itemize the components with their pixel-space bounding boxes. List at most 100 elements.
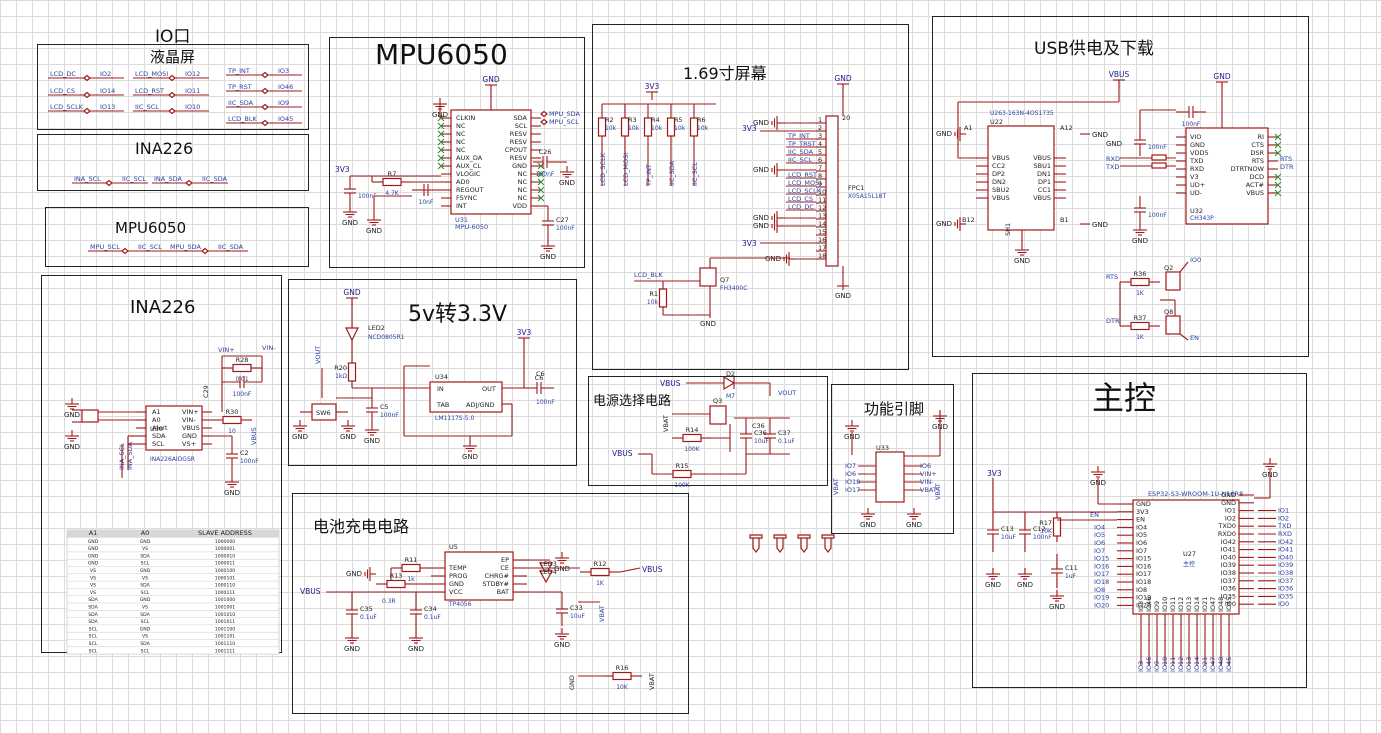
chip-ref: U34 — [435, 373, 448, 381]
psel-title: 电源选择电路 — [593, 394, 672, 409]
table-cell: 1001110 — [215, 641, 236, 647]
fpc-connector — [825, 115, 839, 267]
table-cell: SCL — [89, 626, 98, 632]
pin-name: IO35 — [1221, 592, 1236, 600]
chip-ref: U5 — [449, 543, 458, 551]
usb-block — [932, 16, 1309, 357]
pull-net: LCD_SCLK — [599, 152, 607, 186]
chip-part: INA226AIDGSR — [150, 456, 195, 463]
pin-name: CC2 — [992, 162, 1005, 170]
shield-ref: SH1 — [1004, 223, 1012, 236]
pin-name: IO17 — [1136, 570, 1151, 578]
pin-name: IO40 — [1221, 553, 1236, 561]
resistor — [382, 177, 402, 187]
gnd-label: GND — [364, 437, 380, 445]
pin-name: UD- — [1190, 189, 1203, 197]
table-cell: SDA — [140, 612, 150, 618]
res-ref: R20 — [334, 364, 347, 372]
pin-name: VBUS — [1246, 189, 1264, 197]
gnd-label: GND — [340, 433, 356, 441]
mcu-net: IO6 — [1094, 539, 1105, 547]
pin-name: IO6 — [1136, 539, 1147, 547]
mcu-net: IO3 — [1137, 661, 1145, 672]
table-cell: VS — [90, 575, 96, 581]
net-label: MPU_SCL — [549, 118, 579, 126]
mcu-net: IO10 — [1161, 657, 1169, 672]
usb-net: RXD — [1106, 155, 1120, 163]
mcu-net: IO14 — [1193, 657, 1201, 672]
gnd-label: GND — [860, 521, 876, 529]
gnd-label: GND — [346, 570, 362, 578]
mcu-net: IO11 — [1169, 657, 1177, 672]
pin-number: 18 — [818, 252, 826, 260]
resistor — [612, 671, 632, 681]
pin-name: IO42 — [1221, 538, 1236, 546]
cap-value: 0.1uF — [778, 438, 795, 445]
pin-name: IO7 — [1136, 547, 1147, 555]
res-ref: R12 — [594, 560, 607, 568]
pin-name: IO19 — [1136, 594, 1151, 602]
net-tie — [168, 107, 176, 115]
gnd-label: GND — [835, 292, 851, 300]
diode-ref: D2 — [726, 370, 735, 378]
pin-name: IO3 — [1137, 601, 1145, 612]
cap-value: 100nF — [240, 458, 259, 465]
net-tie — [168, 74, 176, 82]
gnd-label: GND — [753, 222, 769, 230]
pin-number: 15 — [818, 228, 826, 236]
res-ref: R4 — [651, 116, 660, 124]
func-net: VBAT — [934, 483, 942, 500]
lcd-net: TP_INT — [787, 132, 810, 140]
mosfet — [709, 405, 727, 425]
header — [875, 451, 905, 503]
res-value: 10K — [616, 684, 629, 691]
lcd-net: LCD_CS — [788, 195, 813, 203]
gnd-label: GND — [224, 489, 240, 497]
led-ref: LED2 — [368, 324, 385, 332]
res-value: 1k — [407, 576, 415, 583]
pin-name: VBUS — [1033, 154, 1051, 162]
res-value: 1K — [596, 580, 605, 587]
pin-name: IO8 — [1136, 586, 1147, 594]
pin-name: IN — [437, 385, 444, 393]
gnd-label: GND — [344, 645, 360, 653]
gnd-label: GND — [342, 219, 358, 227]
nc-mark — [437, 162, 445, 170]
cap-value: 100nF — [358, 193, 377, 200]
pin-name: IO4 — [1136, 523, 1147, 531]
table-cell: 1001010 — [215, 612, 236, 618]
pin-name: DN2 — [992, 178, 1006, 186]
io-net-name: INA_SDA — [154, 175, 182, 183]
mcu-net: IO17 — [1094, 570, 1109, 578]
pin-name: IO39 — [1221, 561, 1236, 569]
func-net: IO7 — [845, 462, 856, 470]
gnd-label: GND — [292, 433, 308, 441]
pin-name: FSYNC — [456, 194, 478, 202]
mcu-net: RXD — [1278, 530, 1292, 538]
table-cell: 1001111 — [215, 648, 236, 654]
resistor — [401, 563, 421, 573]
mcu-net: IO37 — [1278, 577, 1293, 585]
resistor — [682, 433, 702, 443]
power-label: VBUS — [612, 449, 633, 458]
res-value: 10k — [651, 125, 663, 132]
table-cell: GND — [140, 568, 151, 574]
pin-name: VBUS — [1033, 194, 1051, 202]
gnd-label: GND — [753, 119, 769, 127]
mcu-net: IO18 — [1094, 578, 1109, 586]
res-value: 4.7K — [385, 190, 400, 197]
func-title: 功能引脚 — [864, 400, 925, 418]
res-value: 0.01 — [235, 376, 249, 383]
wire — [619, 567, 641, 573]
table-cell: VS — [142, 634, 148, 640]
gnd-label: GND — [1092, 221, 1108, 229]
cap-value: 10uF — [570, 613, 585, 620]
pin-number: 14 — [818, 220, 826, 228]
io-net-name: LCD_DC — [50, 70, 76, 78]
pin-name: SDA — [514, 114, 528, 122]
pin-name: GND — [1221, 499, 1236, 507]
cap-ref: C27 — [556, 216, 569, 224]
res-ref: R16 — [616, 664, 629, 672]
io-pin-name: IO46 — [278, 83, 293, 91]
nc-mark — [1274, 173, 1282, 181]
